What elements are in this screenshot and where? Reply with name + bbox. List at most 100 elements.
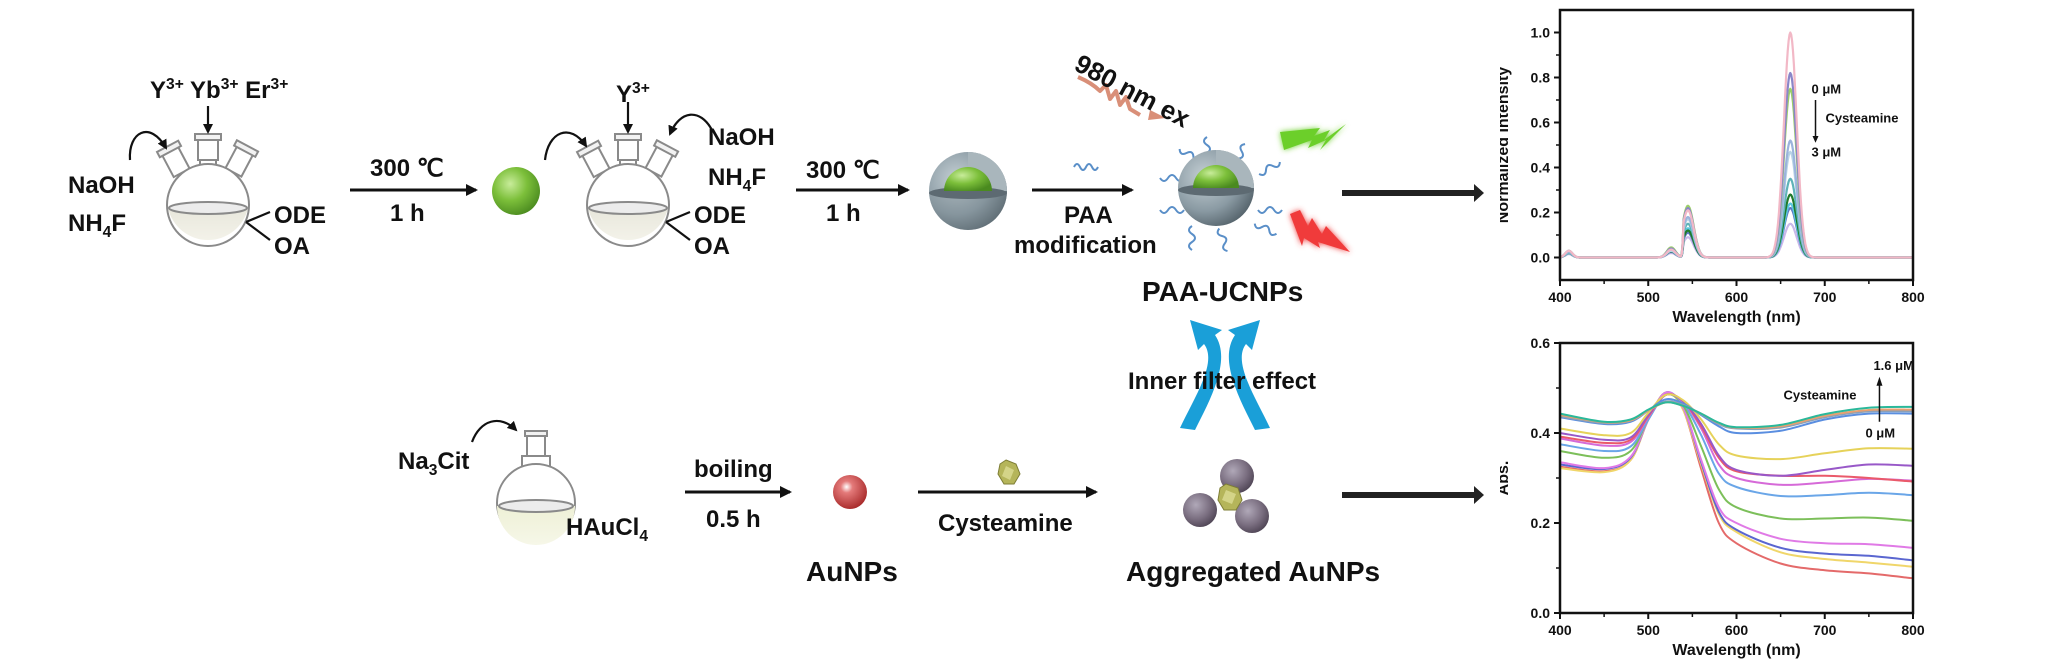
x-tick-label: 600 — [1725, 289, 1749, 305]
emission-series-group — [1559, 31, 1914, 259]
y-tick-label: 0.0 — [1531, 605, 1551, 621]
reagent-arrows-flask-2 — [543, 102, 713, 241]
y-tick-label: 0.4 — [1531, 425, 1551, 441]
green-emission-icon — [1280, 124, 1346, 150]
y-tick-label: 0.4 — [1531, 160, 1551, 176]
paa-ucnps-label: PAA-UCNPs — [1142, 276, 1304, 307]
step2-time: 1 h — [826, 200, 861, 227]
absorption-y-axis-label: Abs. — [1500, 461, 1512, 496]
cysteamine-label: Cysteamine — [938, 510, 1073, 537]
absorption-series-line — [1559, 393, 1914, 483]
emission-series-line — [1559, 177, 1914, 259]
to-absorption-spectrum-arrow — [1342, 486, 1484, 504]
modification-label: modification — [1014, 232, 1157, 259]
emission-series-line — [1559, 71, 1914, 259]
sodium-citrate-label: Na3Cit — [398, 448, 470, 479]
flask1-naoh-label: NaOH — [68, 172, 135, 199]
step1-time: 1 h — [390, 200, 425, 227]
boiling-time-label: 0.5 h — [706, 506, 761, 533]
aunp-particle — [833, 475, 867, 509]
reagent-arrow-flask-3 — [470, 420, 518, 443]
absorption-series-group — [1559, 391, 1914, 580]
boiling-label: boiling — [694, 456, 773, 483]
core-shell-nanoparticle — [929, 152, 1007, 230]
y-tick-label: 0.0 — [1531, 250, 1551, 266]
x-tick-label: 500 — [1637, 289, 1661, 305]
shell-precursor-label: Y3+ — [616, 80, 650, 108]
x-tick-label: 700 — [1813, 289, 1837, 305]
emission-ticks: 400 500 600 700 800 0.0 0.2 0.4 0.6 0.8 1.0 — [1531, 25, 1925, 306]
flask2-ode-label: ODE — [694, 202, 747, 229]
x-tick-label: 500 — [1637, 622, 1661, 638]
absorption-series-line — [1559, 393, 1914, 461]
red-emission-icon — [1290, 210, 1350, 252]
absorption-series-line — [1559, 391, 1914, 562]
flask2-oa-label: OA — [694, 233, 730, 260]
aggregated-aunps-icon — [1183, 459, 1269, 533]
core-nanoparticle — [492, 167, 540, 215]
paa-chain-icon — [1073, 163, 1099, 171]
emission-trend-arrowhead — [1812, 136, 1819, 143]
y-tick-label: 0.2 — [1531, 205, 1551, 221]
paa-label: PAA — [1064, 202, 1113, 229]
absorption-series-line — [1559, 393, 1914, 498]
absorption-series-line — [1559, 391, 1914, 549]
absorption-series-line — [1559, 393, 1914, 486]
absorption-trend-arrowhead — [1876, 376, 1883, 386]
lanthanide-precursors-label: Y3+ Yb3+ Er3+ — [150, 76, 289, 104]
emission-series-line — [1559, 139, 1914, 259]
x-tick-label: 600 — [1725, 622, 1749, 638]
emission-plot-frame — [1558, 8, 1915, 282]
emission-y-axis-label: Normalized Intensity — [1500, 67, 1512, 224]
flask2-nh4f-label: NH4F — [708, 164, 767, 195]
x-tick-label: 700 — [1813, 622, 1837, 638]
x-tick-label: 800 — [1901, 289, 1925, 305]
cysteamine-molecule-icon — [997, 459, 1021, 485]
three-neck-flask-1 — [155, 133, 260, 247]
haucl4-label: HAuCl4 — [566, 514, 649, 545]
emission-spectrum-chart: 400 500 600 700 800 0.0 0.2 0.4 0.6 0.8 1.0 Wavele… — [1500, 8, 1925, 326]
flask1-ode-label: ODE — [274, 202, 327, 229]
reagent-arrows-flask-1 — [128, 106, 271, 241]
emission-x-axis-label: Wavelength (nm) — [1672, 309, 1800, 326]
three-neck-flask-2 — [575, 133, 680, 247]
aggregated-aunps-label: Aggregated AuNPs — [1126, 556, 1381, 587]
y-tick-label: 0.6 — [1531, 115, 1551, 131]
x-tick-label: 400 — [1548, 622, 1572, 638]
step1-temperature: 300 ℃ — [370, 155, 444, 182]
flask1-oa-label: OA — [274, 233, 310, 260]
absorption-x-axis-label: Wavelength (nm) — [1672, 642, 1800, 659]
emission-series-line — [1559, 150, 1914, 259]
absorption-series-line — [1559, 393, 1914, 477]
emission-series-line — [1559, 31, 1914, 259]
absorption-annotation-label: Cysteamine — [1783, 387, 1856, 402]
flask2-naoh-label: NaOH — [708, 124, 775, 151]
emission-annotation-end: 3 μM — [1812, 144, 1842, 159]
flask1-nh4f-label: NH4F — [68, 210, 127, 241]
inner-filter-effect-label: Inner filter effect — [1128, 368, 1317, 395]
x-tick-label: 400 — [1548, 289, 1572, 305]
excitation-wave-icon — [1077, 75, 1166, 120]
emission-series-line — [1559, 202, 1914, 259]
round-flask — [496, 430, 576, 545]
step2-temperature: 300 ℃ — [806, 157, 880, 184]
absorption-annotation-start: 0 μM — [1865, 426, 1895, 441]
emission-annotation-start: 0 μM — [1812, 81, 1842, 96]
aunps-label: AuNPs — [806, 556, 898, 587]
y-tick-label: 0.6 — [1531, 335, 1551, 351]
absorption-series-line — [1559, 391, 1914, 580]
emission-series-line — [1559, 222, 1914, 259]
to-emission-spectrum-arrow — [1342, 184, 1484, 202]
emission-annotation-label: Cysteamine — [1826, 111, 1899, 126]
y-tick-label: 0.8 — [1531, 70, 1551, 86]
absorption-series-line — [1559, 393, 1914, 522]
y-tick-label: 1.0 — [1531, 25, 1551, 41]
emission-series-line — [1559, 193, 1914, 259]
paa-ucnp-particle — [1159, 136, 1283, 253]
inner-filter-effect-arrows-icon — [1180, 320, 1270, 430]
y-tick-label: 0.2 — [1531, 515, 1551, 531]
emission-series-line — [1559, 206, 1914, 259]
